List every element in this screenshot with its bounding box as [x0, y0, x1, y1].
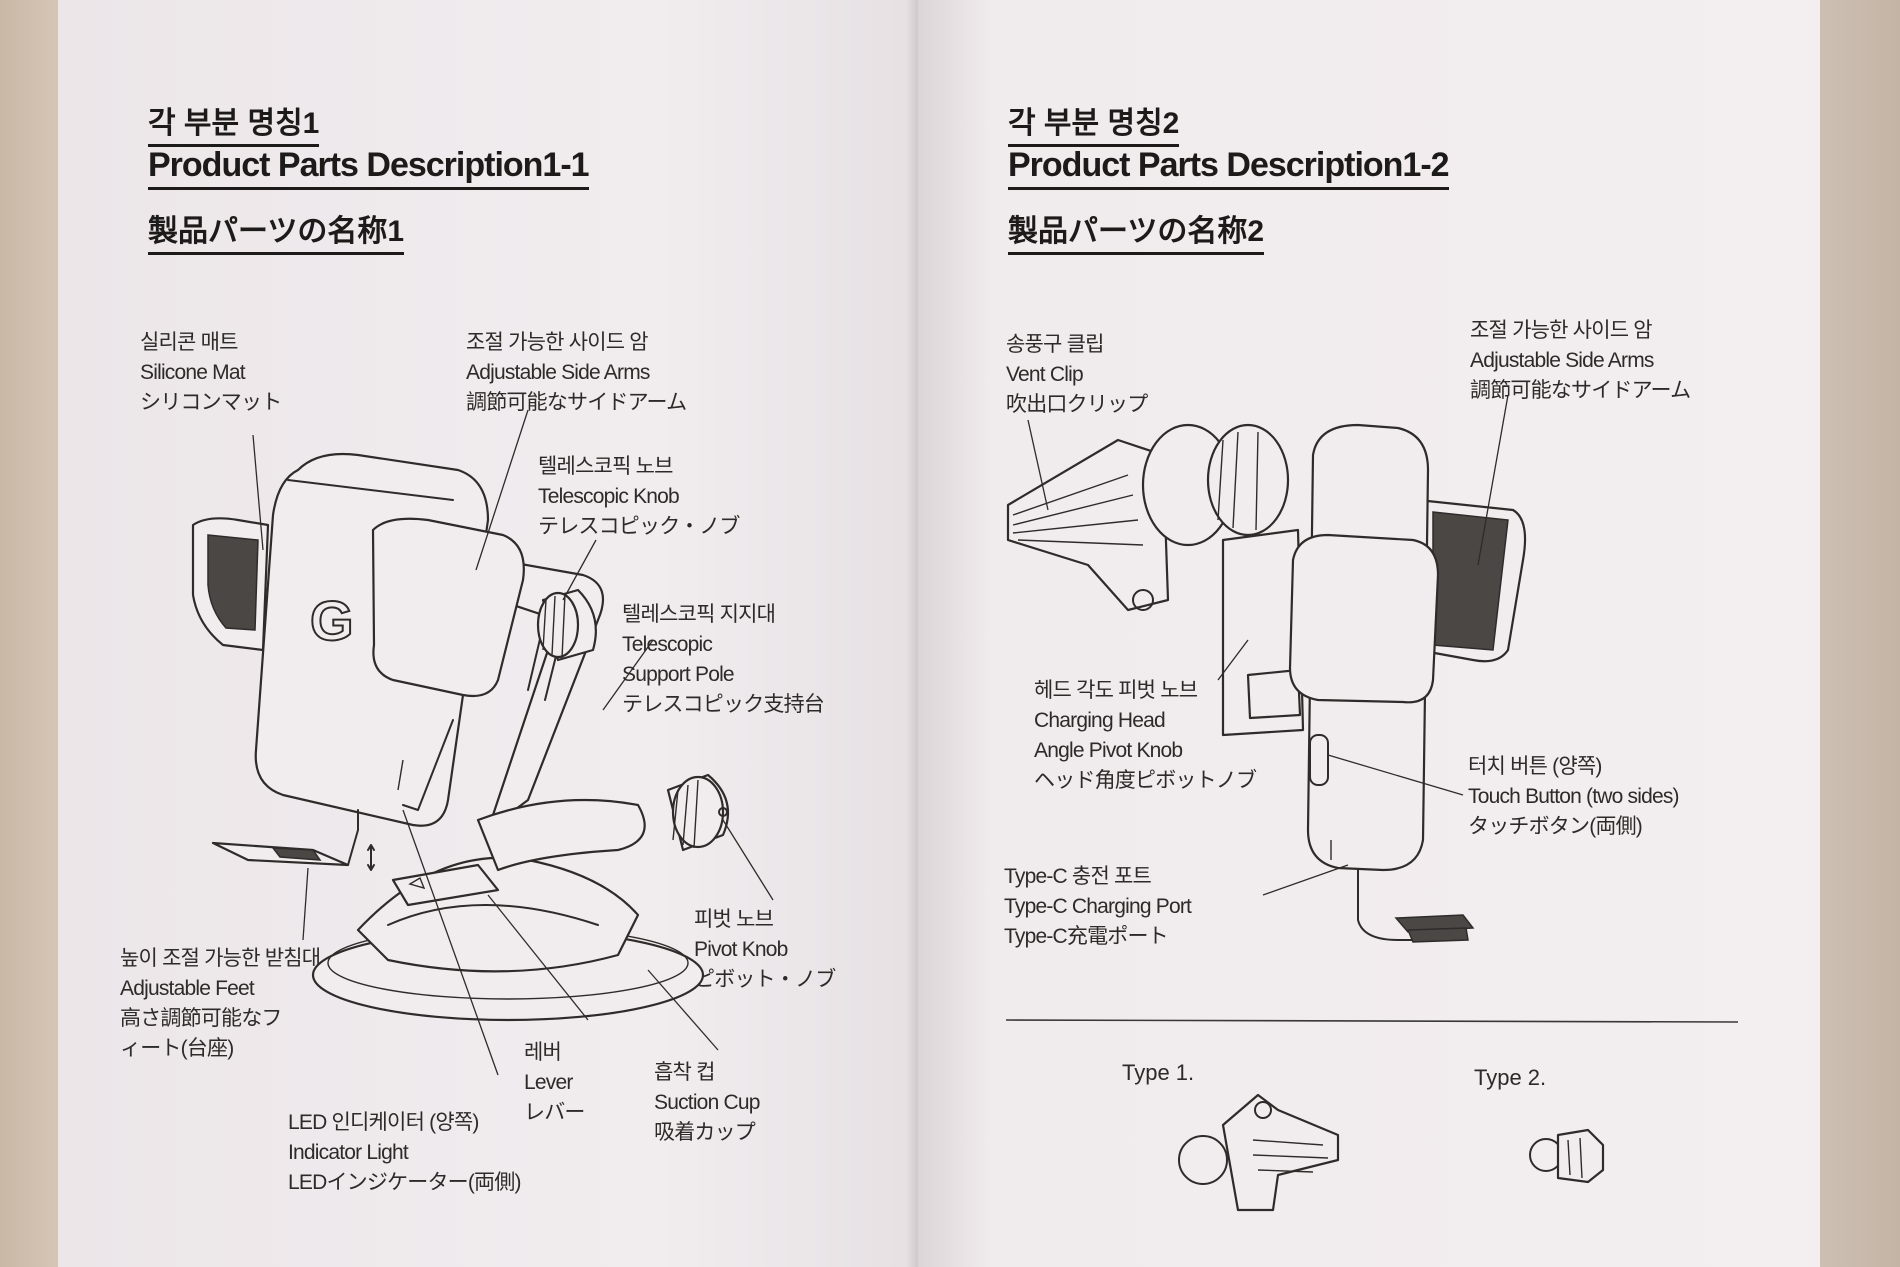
charging-head-right-shape [1290, 425, 1438, 870]
table-surface-right [1820, 0, 1900, 1267]
leader-lines-right [1028, 395, 1508, 895]
type-1-label: Type 1. [1122, 1060, 1195, 1085]
type-2-clip-shape [1530, 1130, 1603, 1182]
manual-page-right: 각 부분 명칭2 Product Parts Description1-2 製品… [918, 0, 1820, 1267]
pivot-knob-shape [668, 775, 728, 850]
brand-logo-letter: G [310, 589, 354, 652]
section-divider [1006, 1020, 1738, 1022]
manual-page-left: 각 부분 명칭1 Product Parts Description1-1 製品… [58, 0, 918, 1267]
left-title-english: Product Parts Description1-1 [148, 146, 590, 190]
telescopic-knob-shape [538, 590, 596, 660]
lever-shape [393, 865, 498, 905]
right-title-korean: 각 부분 명칭2 [1008, 98, 1180, 147]
feet-right-shape [1358, 870, 1473, 942]
leader-lines-left [253, 410, 773, 1075]
dashboard-mount-illustration: G [58, 0, 918, 1267]
suction-cup-shape [313, 858, 703, 1020]
pivot-knob-block-shape [1223, 530, 1303, 735]
silicone-mat-shape [193, 518, 268, 650]
vent-clip-shape [1008, 425, 1288, 610]
callout-touch-button: 터치 버튼 (양쪽)Touch Button (two sides)タッチボタン… [1468, 755, 1680, 838]
right-title-japanese: 製品パーツの名称2 [1008, 206, 1265, 255]
right-title-english: Product Parts Description1-2 [1008, 146, 1450, 190]
type-1-clip-shape [1179, 1095, 1338, 1210]
adjustable-feet-shape [213, 810, 374, 870]
type-2-label: Type 2. [1474, 1065, 1547, 1090]
vent-mount-illustration [918, 0, 1820, 1267]
charging-head-shape: G [256, 454, 524, 826]
left-title-korean: 각 부분 명칭1 [148, 98, 320, 147]
left-title-japanese: 製品パーツの名称1 [148, 206, 405, 255]
